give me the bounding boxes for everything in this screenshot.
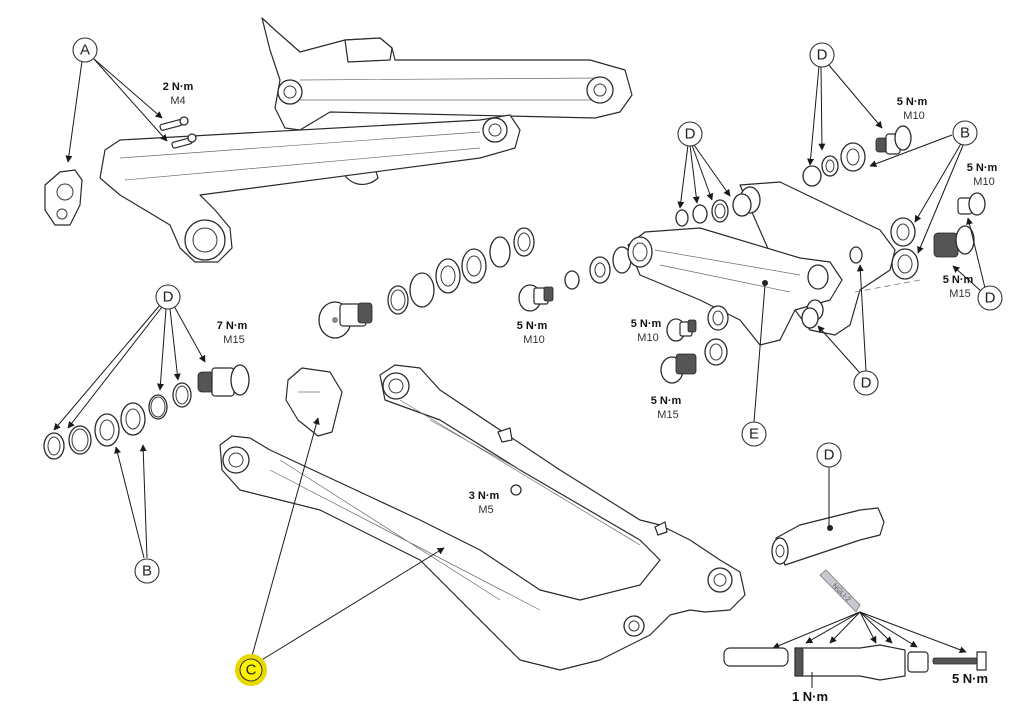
svg-text:M10: M10: [523, 334, 544, 346]
leader-lines: [53, 58, 986, 662]
shock-axle-exploded: [723, 644, 987, 688]
svg-text:E: E: [749, 426, 759, 443]
callout-c-highlighted[interactable]: C: [235, 654, 267, 686]
grease-tube: NGLI-2: [819, 569, 861, 613]
svg-text:M10: M10: [973, 176, 994, 188]
svg-text:5 N·m: 5 N·m: [952, 671, 988, 686]
svg-text:1 N·m: 1 N·m: [792, 689, 828, 704]
svg-text:5 N·m: 5 N·m: [967, 162, 998, 174]
rocker-upper-hardware: [802, 125, 912, 187]
hanger-bolts: [159, 116, 197, 149]
svg-text:7 N·m: 7 N·m: [217, 320, 248, 332]
callout-b-left[interactable]: B: [134, 558, 160, 584]
svg-text:3 N·m: 3 N·m: [469, 490, 500, 502]
svg-text:M4: M4: [170, 95, 185, 107]
svg-text:M15: M15: [223, 334, 244, 346]
main-pivot-hardware: [43, 364, 250, 460]
torque-shock-axle-bolt: 5 N·m: [952, 671, 988, 686]
callout-b-top-right[interactable]: B: [952, 120, 978, 146]
torque-shock-axle-body: 1 N·m: [792, 689, 828, 704]
chainstay-pivot-hardware: [318, 227, 632, 339]
torque-main-pivot: 7 N·m M15: [217, 320, 248, 346]
svg-text:D: D: [861, 375, 872, 392]
svg-text:M5: M5: [478, 504, 493, 516]
chainstay: [219, 364, 746, 671]
callout-d-right[interactable]: D: [977, 285, 1003, 311]
torque-rocker-right-bolt: 5 N·m M10: [967, 162, 998, 188]
svg-text:M10: M10: [903, 110, 924, 122]
torque-rocker-right-axle: 5 N·m M15: [943, 274, 974, 300]
torque-chainstay-pivot: 5 N·m M10: [517, 320, 548, 346]
rocker-lower-hardware: [660, 305, 819, 384]
svg-text:D: D: [685, 126, 696, 143]
svg-text:2 N·m: 2 N·m: [163, 81, 194, 93]
rocker-link: [627, 181, 921, 346]
callout-d-top-right[interactable]: D: [809, 42, 835, 68]
callout-a[interactable]: A: [72, 37, 98, 63]
derailleur-hanger: [44, 169, 83, 226]
svg-text:D: D: [985, 290, 996, 307]
svg-text:C: C: [246, 662, 257, 679]
rocker-right-hardware: [890, 192, 986, 280]
svg-text:5 N·m: 5 N·m: [517, 320, 548, 332]
svg-text:5 N·m: 5 N·m: [651, 395, 682, 407]
callout-d-rocker-upper[interactable]: D: [677, 121, 703, 147]
torque-rocker-upper: 5 N·m M10: [897, 96, 928, 122]
svg-text:B: B: [142, 563, 152, 580]
svg-text:M15: M15: [949, 288, 970, 300]
torque-rocker-lower-axle: 5 N·m M15: [651, 395, 682, 421]
svg-text:D: D: [824, 447, 835, 464]
svg-text:D: D: [817, 47, 828, 64]
svg-text:M15: M15: [657, 409, 678, 421]
svg-text:B: B: [960, 125, 970, 142]
svg-text:A: A: [80, 42, 90, 59]
seatstay: [99, 17, 633, 263]
callout-d-shock[interactable]: D: [816, 442, 842, 468]
callout-d-left[interactable]: D: [155, 284, 181, 310]
svg-text:D: D: [163, 289, 174, 306]
torque-hanger: 2 N·m M4: [163, 81, 194, 107]
grease-leaders: [772, 611, 967, 654]
callout-d-rocker-lower[interactable]: D: [853, 370, 879, 396]
shock-axle-assembled: [771, 507, 885, 566]
svg-text:5 N·m: 5 N·m: [631, 318, 662, 330]
torque-rocker-lower-bolt: 5 N·m M10: [631, 318, 662, 344]
callout-e[interactable]: E: [741, 421, 767, 447]
svg-text:M10: M10: [637, 332, 658, 344]
svg-text:5 N·m: 5 N·m: [897, 96, 928, 108]
protector-cap: [285, 367, 343, 437]
torque-cable-guide: 3 N·m M5: [469, 490, 500, 516]
svg-text:5 N·m: 5 N·m: [943, 274, 974, 286]
